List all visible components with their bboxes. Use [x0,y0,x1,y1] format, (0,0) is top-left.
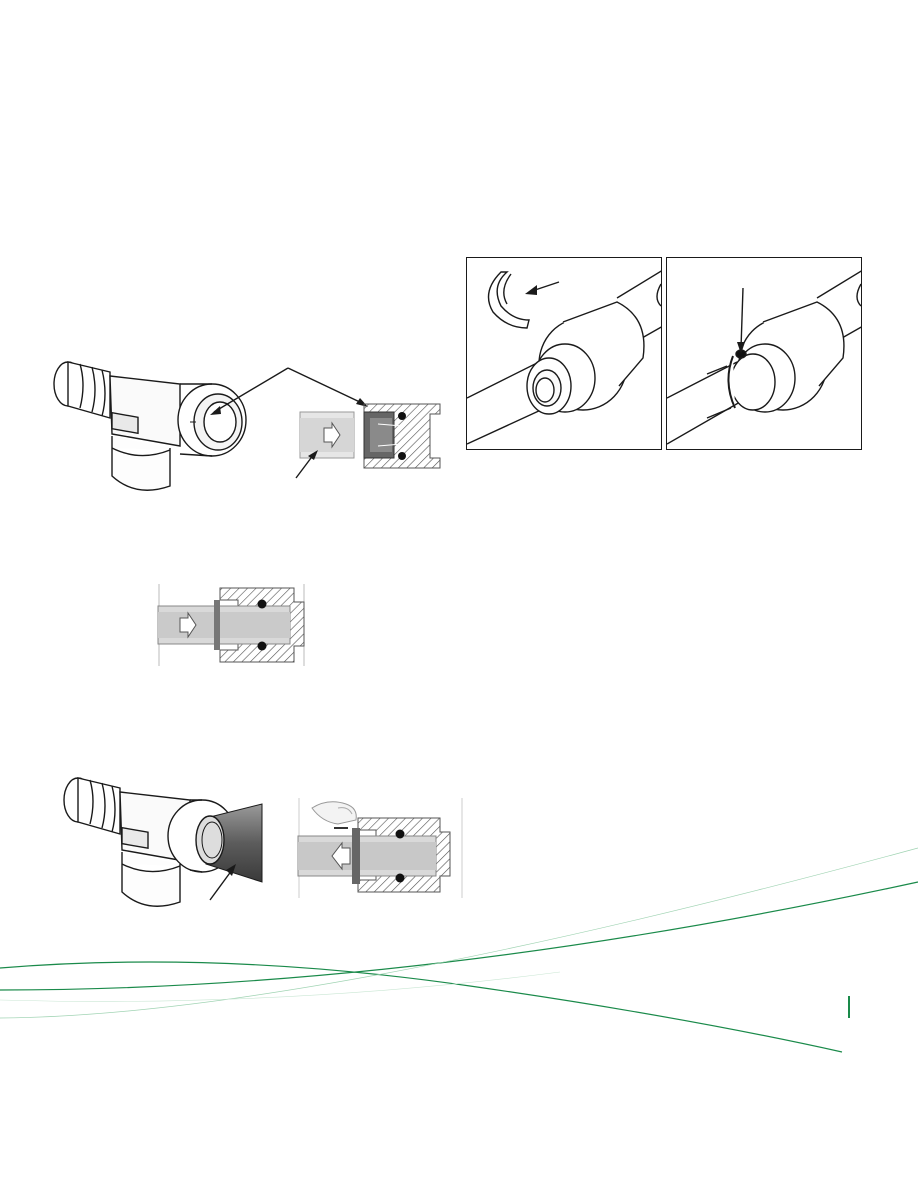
locking-clip-installed-icon [667,258,862,450]
locking-clip-icon [467,258,662,450]
page-marker [848,996,850,1018]
decorative-swoosh [0,840,918,1060]
locking-clip-remove-panel [466,257,662,450]
tube-leader-arrow [294,450,324,480]
cross-section-open-figure [298,398,450,474]
cross-section-inserted-icon [158,584,308,666]
locking-clip-installed-panel [666,257,862,450]
cross-section-inserted-figure [158,584,308,666]
